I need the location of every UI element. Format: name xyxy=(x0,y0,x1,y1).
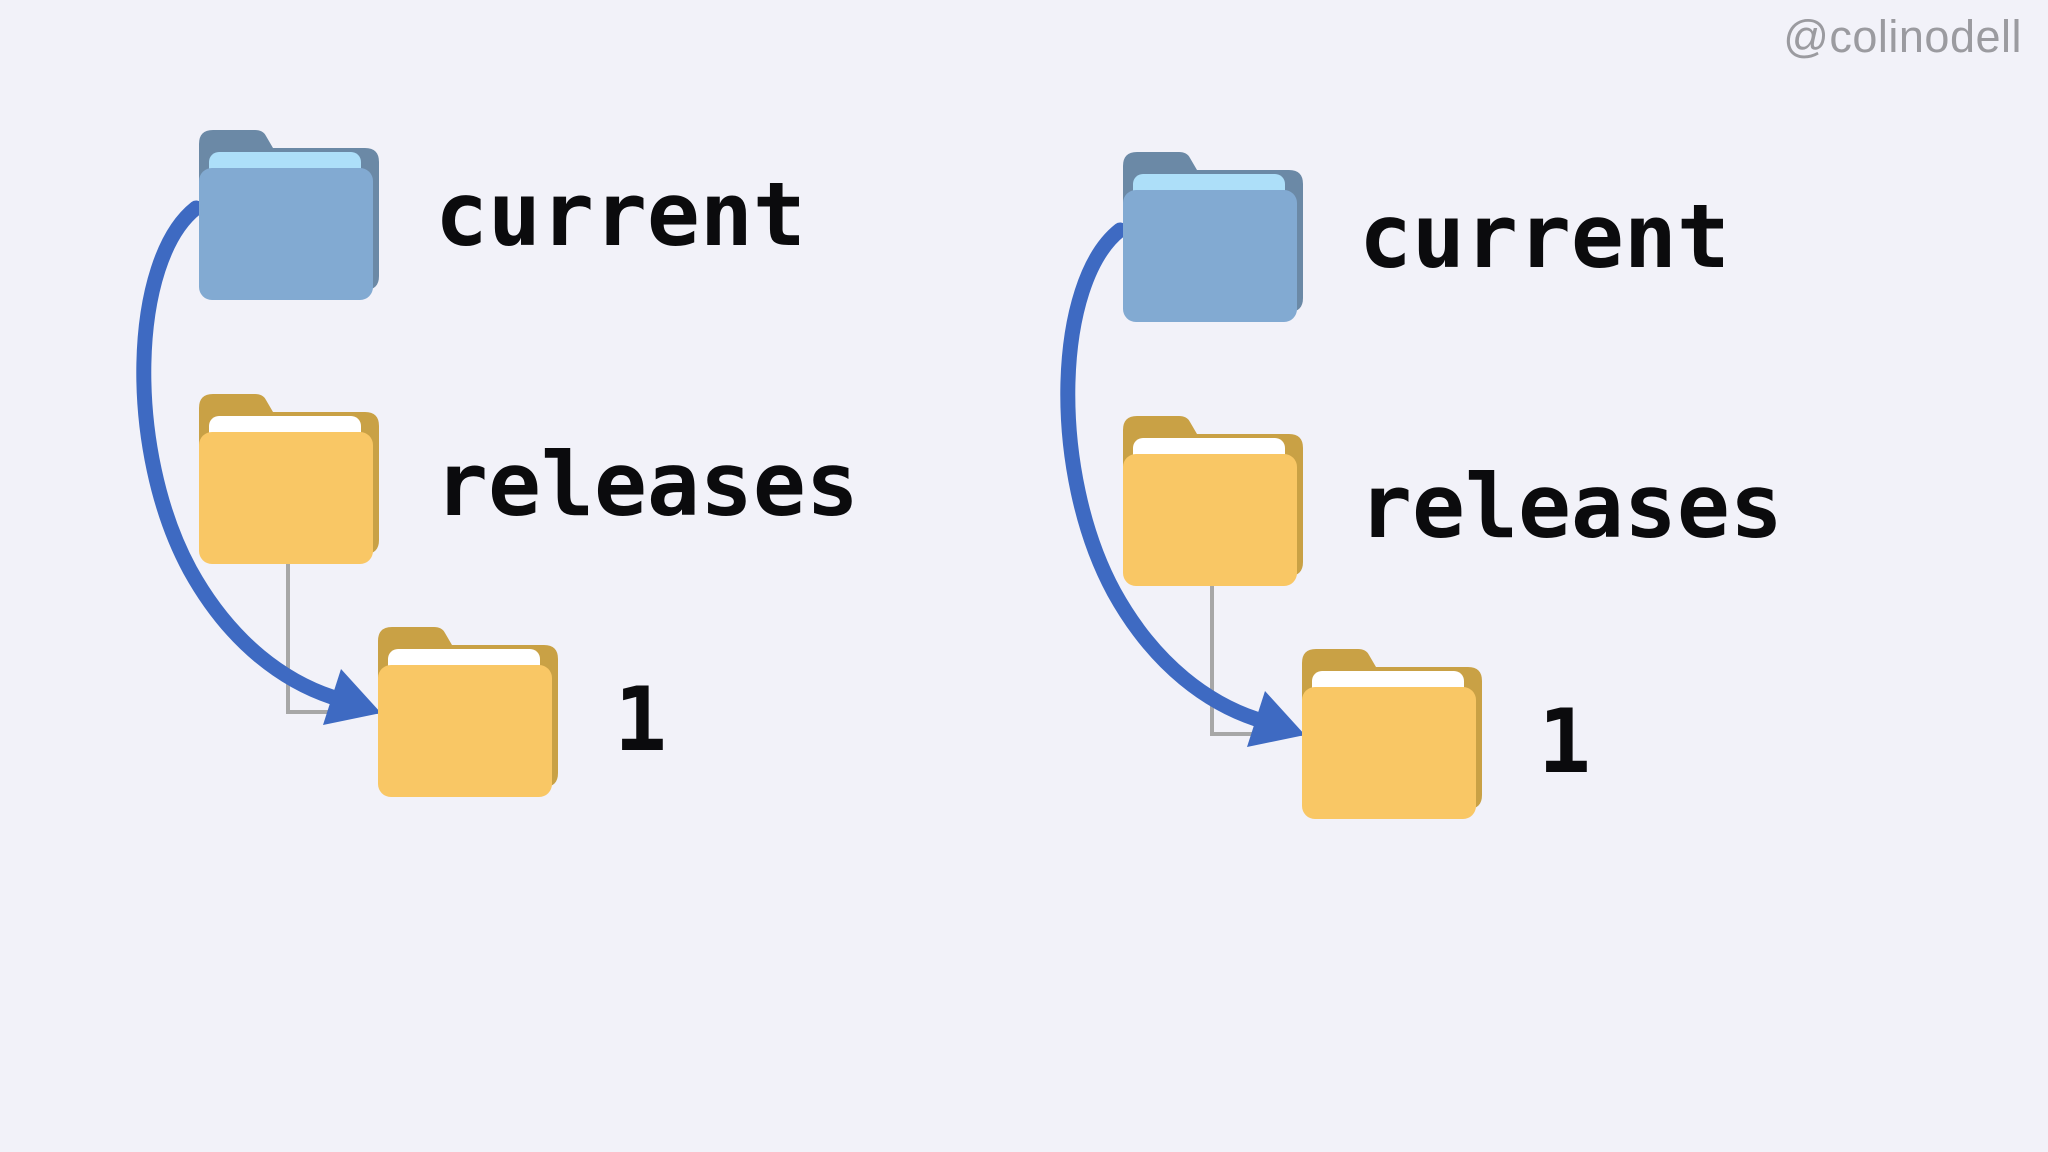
folder-front xyxy=(199,432,373,564)
folder-release-1-icon xyxy=(378,625,558,797)
watermark-text: @colinodell xyxy=(1783,11,2022,62)
label-releases: releases xyxy=(435,433,859,536)
connector-layer xyxy=(136,200,381,725)
label-current: current xyxy=(435,163,806,266)
folder-front xyxy=(1123,454,1297,586)
label-releases: releases xyxy=(1359,455,1783,558)
symlink-arrowhead-icon xyxy=(1247,691,1305,747)
folder-front xyxy=(1123,190,1297,322)
folder-releases-icon xyxy=(1123,414,1303,586)
folder-front xyxy=(378,665,552,797)
label-current: current xyxy=(1359,185,1730,288)
label-release-1: 1 xyxy=(614,668,667,771)
folder-releases-icon xyxy=(199,392,379,564)
diagram-group-left: current releases 1 xyxy=(129,100,869,860)
folder-front xyxy=(199,168,373,300)
folder-current-icon xyxy=(199,128,379,300)
symlink-arrow xyxy=(136,200,340,705)
diagram-group-right: current releases 1 xyxy=(1053,122,1793,882)
folder-release-1-icon xyxy=(1302,647,1482,819)
folder-front xyxy=(1302,687,1476,819)
folder-current-icon xyxy=(1123,150,1303,322)
connector-layer xyxy=(1060,222,1305,747)
symlink-arrow xyxy=(1060,222,1264,727)
label-release-1: 1 xyxy=(1538,690,1591,793)
symlink-arrowhead-icon xyxy=(323,669,381,725)
